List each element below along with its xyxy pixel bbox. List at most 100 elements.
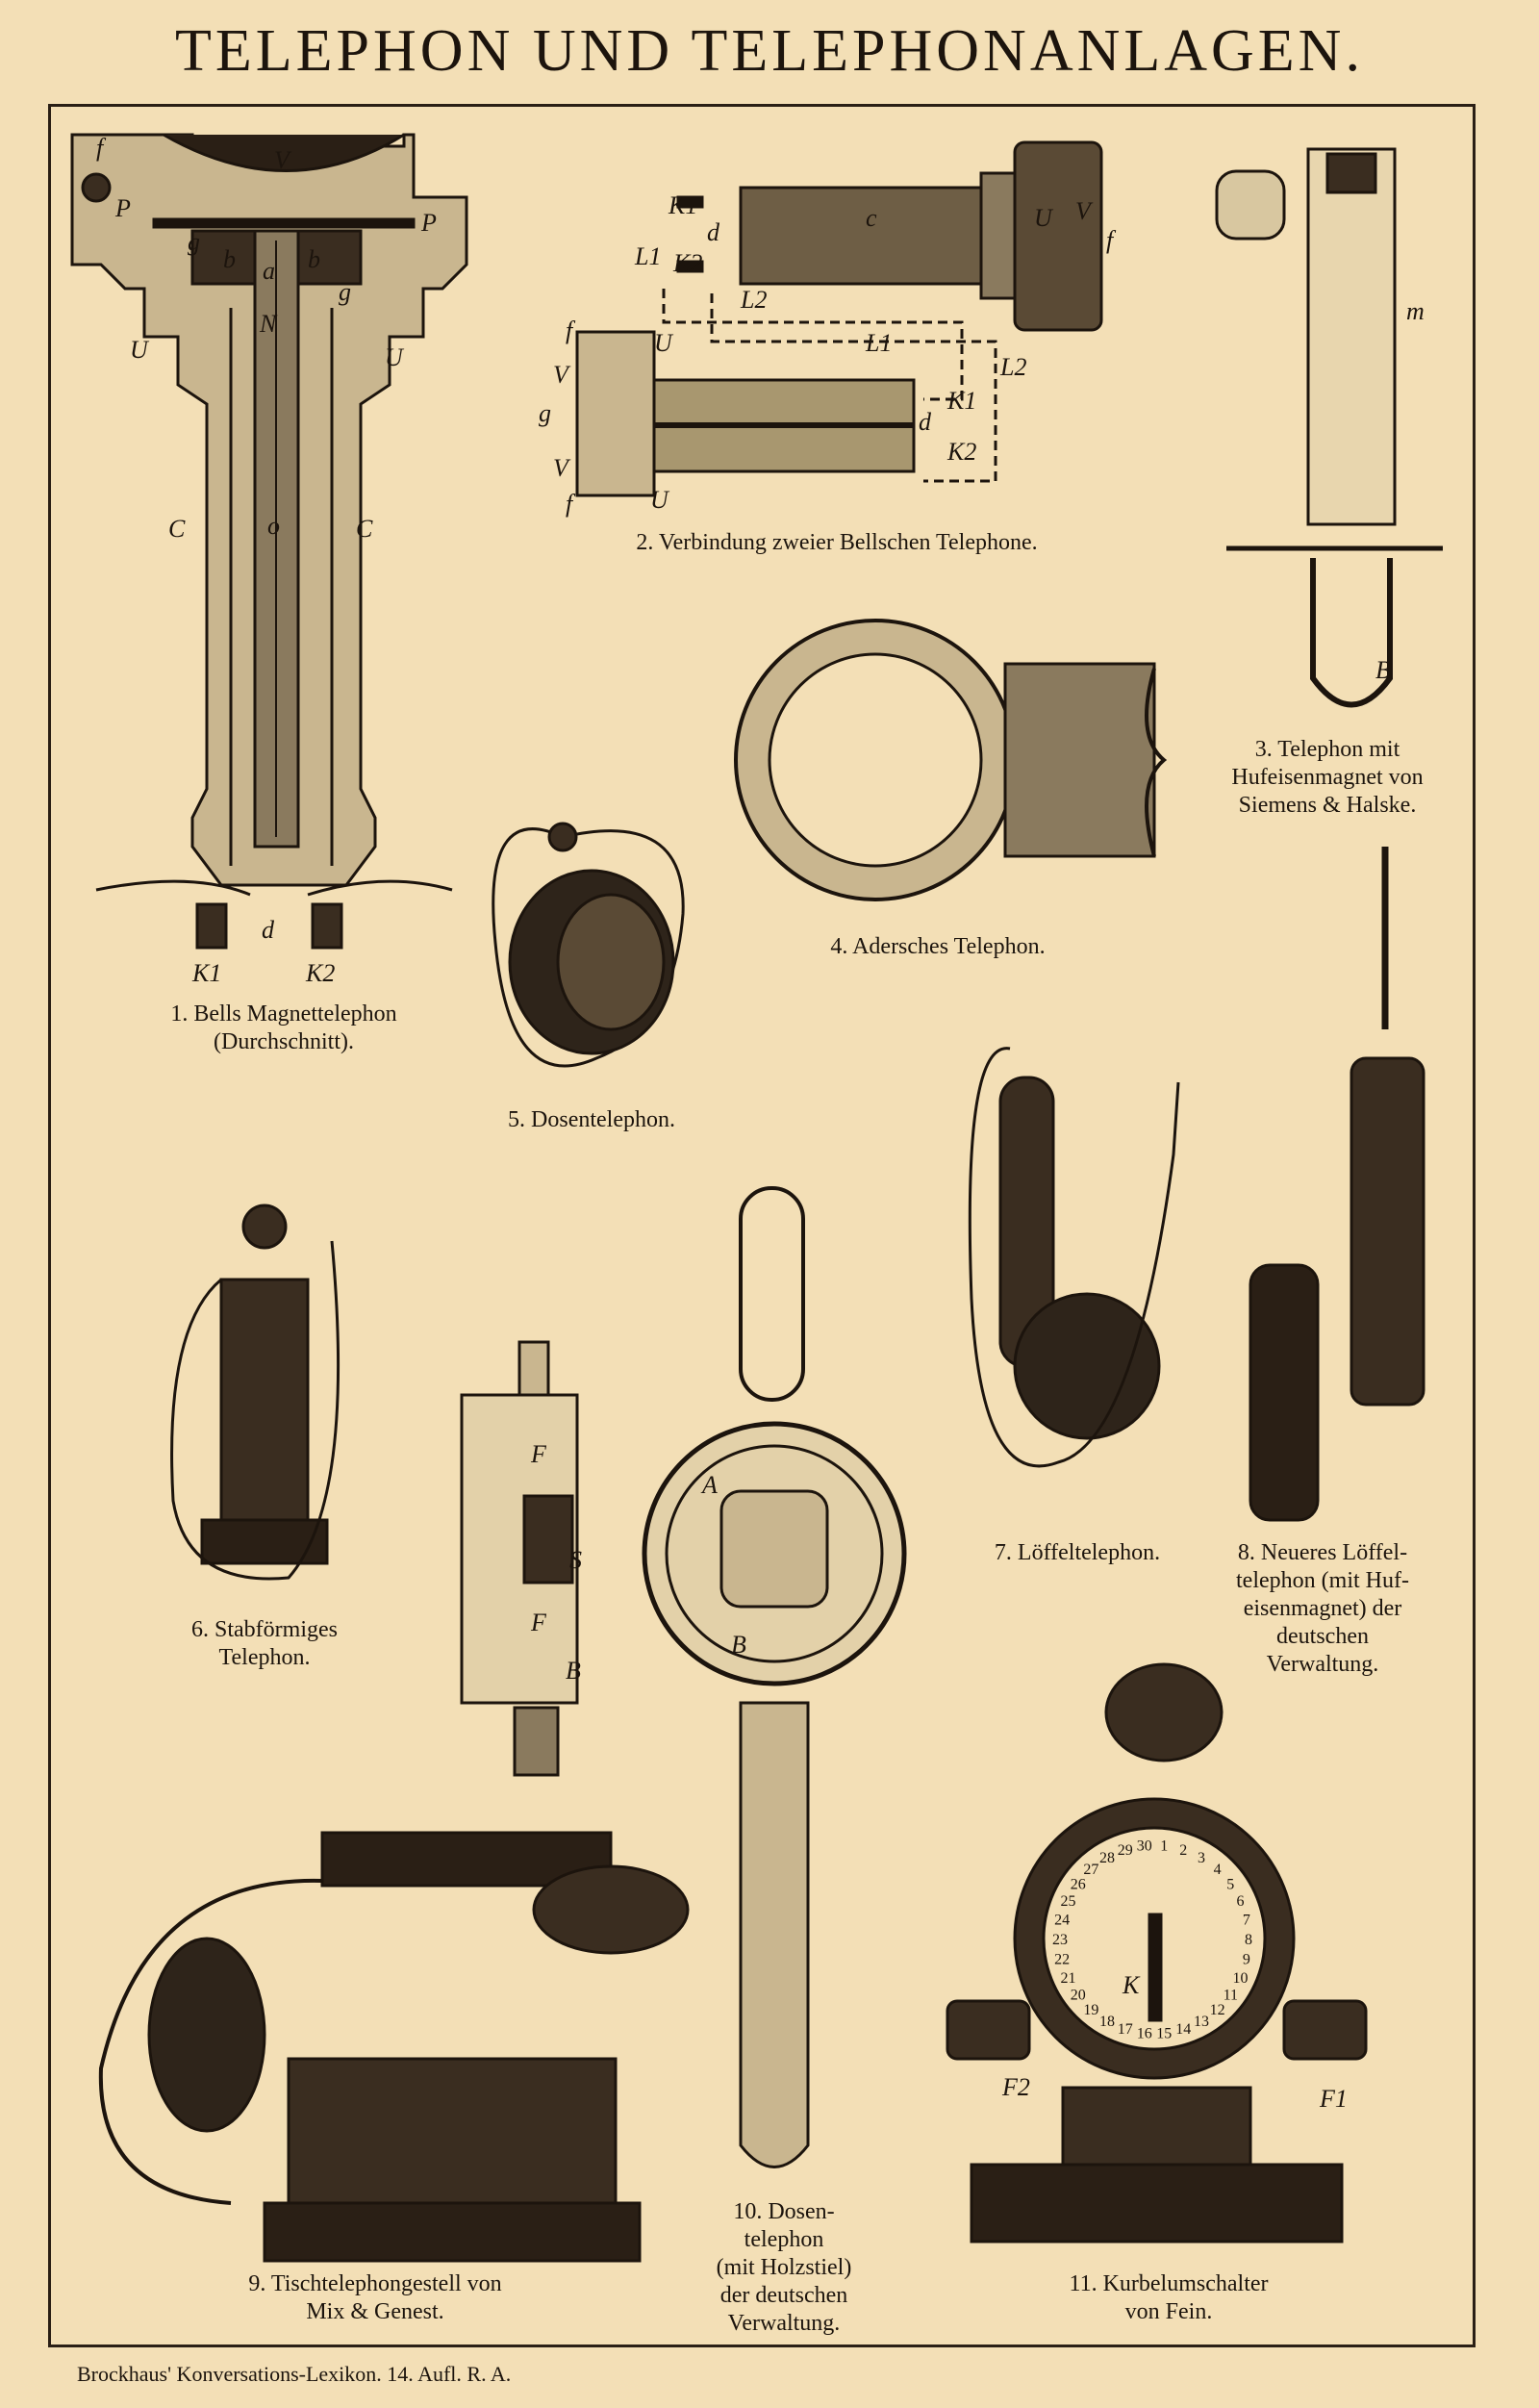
fig9-table-telephone-stand bbox=[98, 1831, 690, 2263]
label-f: f bbox=[1106, 226, 1117, 254]
dial-number: 12 bbox=[1210, 2002, 1225, 2018]
dial-number: 22 bbox=[1054, 1951, 1070, 1967]
dial-number: 6 bbox=[1237, 1893, 1245, 1910]
dial-number: 2 bbox=[1179, 1842, 1187, 1859]
caption-line: Hufeisenmagnet von bbox=[1231, 765, 1424, 790]
label-f: f bbox=[566, 317, 576, 344]
fig8-newer-spoon-telephone bbox=[1249, 847, 1425, 1522]
dial-number: 3 bbox=[1198, 1850, 1205, 1866]
fig2-letter-labels: K1 K2 d c U V f L1 L2 L1 L2 f V g V U K1… bbox=[539, 191, 1117, 518]
caption-line: 11. Kurbelumschalter bbox=[1069, 2271, 1269, 2296]
fig10-letter-labels: A B bbox=[700, 1471, 746, 1659]
dial-number: 13 bbox=[1194, 2014, 1209, 2030]
dial-number: 7 bbox=[1243, 1913, 1250, 1929]
caption-line: 1. Bells Magnettelephon bbox=[170, 1001, 397, 1027]
dial-number: 17 bbox=[1118, 2021, 1133, 2038]
caption-line: Siemens & Halske. bbox=[1238, 793, 1417, 818]
dial-number: 8 bbox=[1245, 1932, 1252, 1948]
label-k1: K1 bbox=[946, 387, 976, 415]
label-p: P bbox=[114, 194, 131, 222]
label-g: g bbox=[188, 228, 200, 256]
label-b: b bbox=[223, 245, 236, 273]
label-v: V bbox=[274, 146, 292, 174]
label-k1: K1 bbox=[668, 191, 697, 219]
caption-line: 4. Adersches Telephon. bbox=[830, 934, 1046, 959]
label-u: U bbox=[650, 486, 670, 514]
label-v: V bbox=[553, 361, 571, 389]
caption-fig7: 7. Löffeltelephon. bbox=[952, 1539, 1202, 1567]
caption-line: 3. Telephon mit bbox=[1254, 737, 1400, 762]
fig4-ader-telephone bbox=[734, 619, 1168, 901]
dial-number: 24 bbox=[1054, 1913, 1070, 1929]
dial-number: 25 bbox=[1061, 1893, 1076, 1910]
fig1-letter-labels: f V P P U U b a b g g N C C o d K1 K2 bbox=[96, 134, 437, 987]
label-d: d bbox=[262, 916, 275, 944]
label-f1: F1 bbox=[1319, 2085, 1348, 2113]
caption-line: (Durchschnitt). bbox=[214, 1029, 354, 1054]
fig5-dosentelephon bbox=[492, 822, 685, 1068]
caption-fig11: 11. Kurbelumschalter von Fein. bbox=[1010, 2270, 1327, 2326]
caption-line: eisenmagnet) der bbox=[1243, 1596, 1402, 1621]
dial-number: 28 bbox=[1099, 1850, 1115, 1866]
caption-fig8: 8. Neueres Löffel-telephon (mit Huf-eise… bbox=[1193, 1539, 1452, 1679]
dial-number: 15 bbox=[1156, 2026, 1172, 2042]
label-m: m bbox=[1406, 297, 1425, 325]
fig3-horseshoe-telephone bbox=[1215, 147, 1443, 708]
caption-line: 2. Verbindung zweier Bellschen Telephone… bbox=[636, 530, 1038, 555]
fig10-handle-telephone bbox=[642, 1186, 907, 2168]
dial-number: 23 bbox=[1052, 1932, 1068, 1948]
label-v: V bbox=[553, 454, 571, 482]
label-g: g bbox=[539, 399, 551, 427]
label-k2: K2 bbox=[946, 438, 976, 466]
label-l1: L1 bbox=[634, 242, 661, 270]
label-u: U bbox=[654, 329, 674, 357]
label-n: N bbox=[259, 310, 278, 338]
dial-number: 4 bbox=[1214, 1862, 1222, 1878]
label-f: F bbox=[530, 1440, 547, 1468]
label-l2: L2 bbox=[740, 286, 767, 314]
fig-switch-letter-labels: F F S B bbox=[530, 1440, 582, 1685]
label-k2: K2 bbox=[672, 249, 702, 277]
label-c: C bbox=[168, 515, 186, 543]
label-f: F bbox=[530, 1609, 547, 1636]
caption-line: 6. Stabförmiges bbox=[191, 1617, 338, 1642]
label-f2: F2 bbox=[1001, 2073, 1030, 2101]
label-d: d bbox=[919, 408, 932, 436]
dial-number: 11 bbox=[1224, 1988, 1238, 2004]
label-l2: L2 bbox=[999, 353, 1026, 381]
caption-line: der deutschen bbox=[719, 2283, 848, 2308]
plate-frame bbox=[48, 104, 1476, 2347]
dial-number: 27 bbox=[1083, 1862, 1098, 1878]
caption-line: telephon (mit Huf- bbox=[1236, 1568, 1409, 1593]
caption-line: von Fein. bbox=[1124, 2299, 1213, 2324]
label-b: B bbox=[1375, 656, 1391, 684]
caption-fig10: 10. Dosen-telephon(mit Holzstiel)der deu… bbox=[693, 2198, 875, 2338]
label-f: f bbox=[566, 490, 576, 518]
caption-line: deutschen bbox=[1276, 1624, 1369, 1649]
caption-fig4: 4. Adersches Telephon. bbox=[774, 933, 1101, 961]
label-u: U bbox=[1034, 204, 1054, 232]
label-o: o bbox=[267, 512, 280, 540]
dial-number: 10 bbox=[1233, 1970, 1249, 1987]
fig7-spoon-telephone bbox=[968, 1047, 1180, 1468]
caption-line: 9. Tischtelephongestell von bbox=[248, 2271, 502, 2296]
label-f: f bbox=[96, 134, 107, 162]
caption-line: Mix & Genest. bbox=[306, 2299, 444, 2324]
dial-number: 29 bbox=[1118, 1842, 1133, 1859]
dial-number: 30 bbox=[1137, 1838, 1152, 1855]
fig2-two-bell-telephones bbox=[575, 140, 1103, 497]
label-k1: K1 bbox=[191, 959, 221, 987]
fig3-letter-labels: m B bbox=[1375, 297, 1425, 684]
dial-number: 16 bbox=[1137, 2026, 1152, 2042]
label-u: U bbox=[130, 336, 150, 364]
dial-number: 5 bbox=[1226, 1876, 1234, 1892]
label-k2: K2 bbox=[305, 959, 335, 987]
label-b: b bbox=[308, 245, 320, 273]
label-a: a bbox=[263, 257, 275, 285]
dial-number: 9 bbox=[1243, 1951, 1250, 1967]
dial-number: 21 bbox=[1061, 1970, 1076, 1987]
